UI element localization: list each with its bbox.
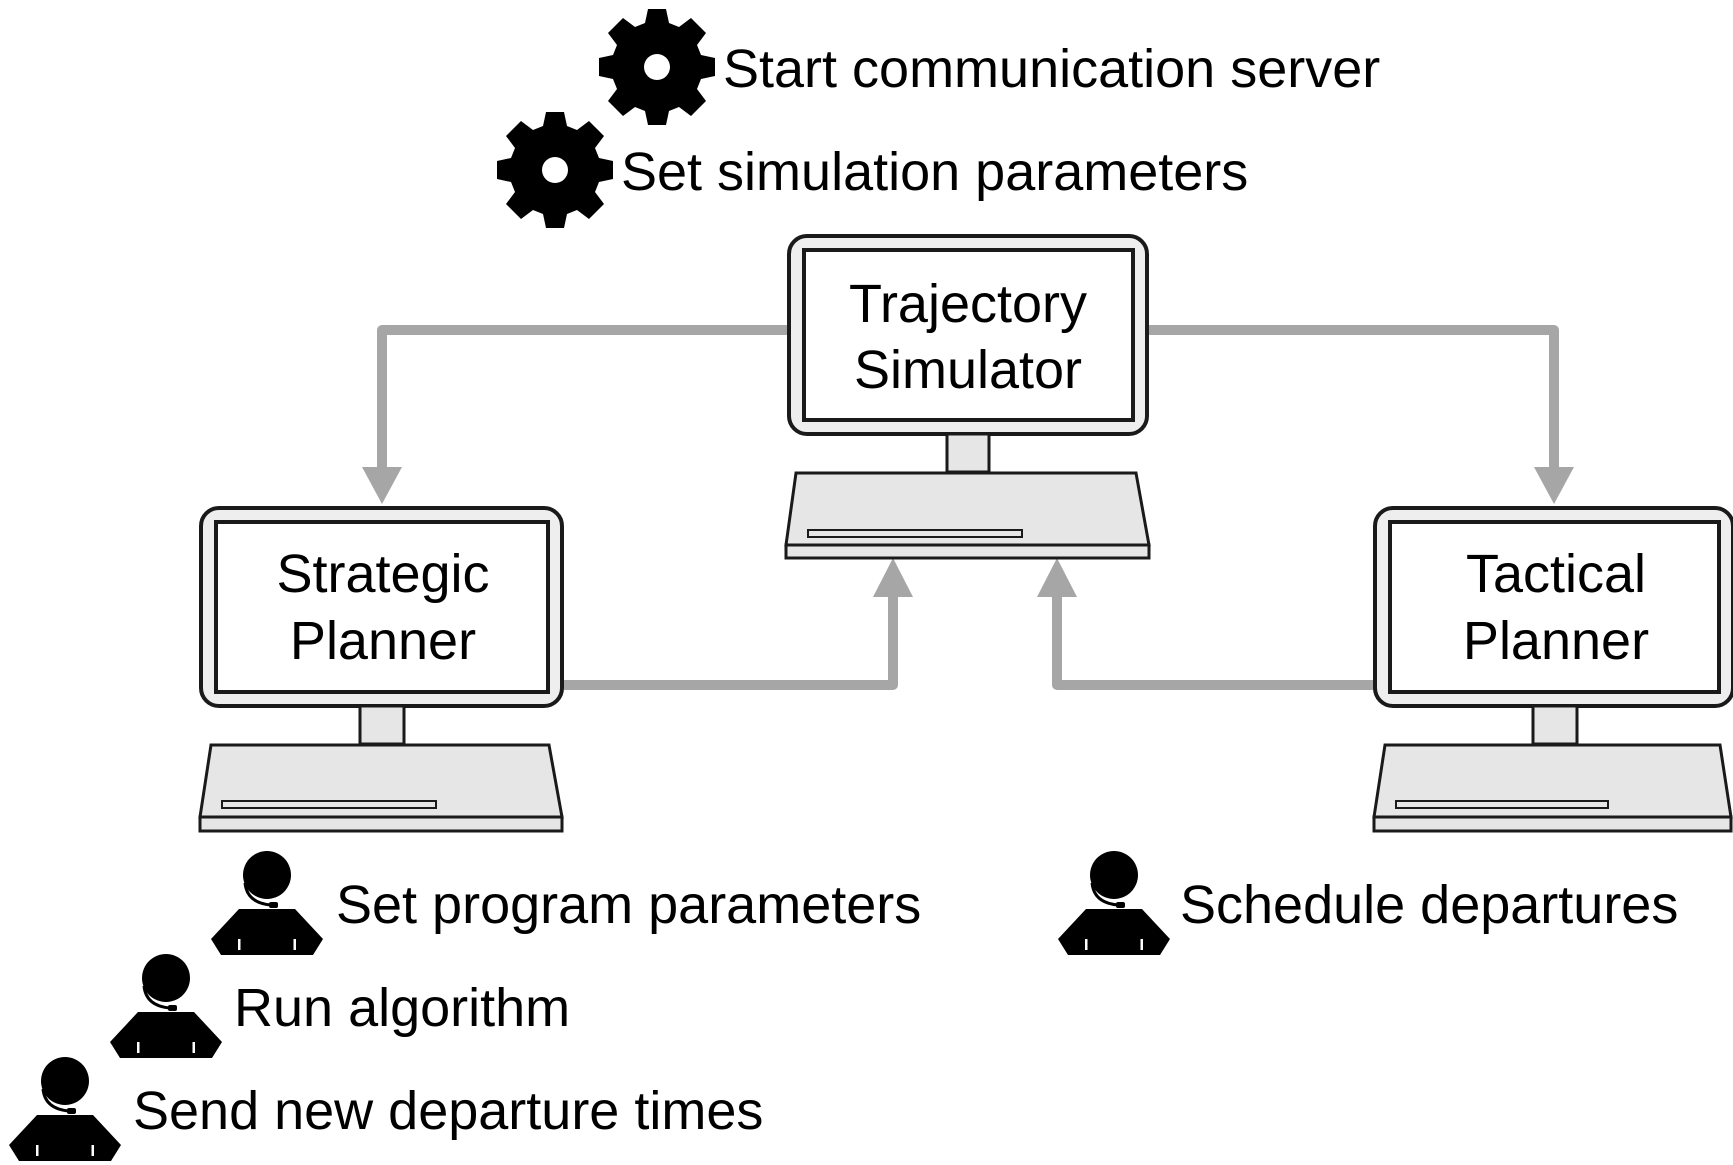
keyboard-slot xyxy=(221,800,437,809)
arrows xyxy=(362,325,1574,690)
strategic-tasks: Set program parameters Run algorithm Sen… xyxy=(7,849,921,1163)
user-headset-icon xyxy=(108,952,224,1060)
arrowhead-simulator-left xyxy=(873,558,913,597)
system-task-label: Start communication server xyxy=(723,39,1380,99)
monitor-stand xyxy=(1531,704,1579,746)
user-headset-icon xyxy=(7,1055,123,1163)
system-tasks: Start communication server Set simulatio… xyxy=(497,9,1380,228)
trajectory-simulator-label-line1: Trajectory xyxy=(849,274,1087,334)
monitor-stand xyxy=(358,704,406,746)
trajectory-simulator-label-line2: Simulator xyxy=(854,340,1082,400)
gear-icon xyxy=(599,9,715,125)
strategic-planner-computer: Strategic Planner xyxy=(198,506,564,833)
user-headset-icon xyxy=(209,849,325,957)
arrowhead-strategic xyxy=(362,467,402,504)
arrowhead-simulator-right xyxy=(1037,558,1077,597)
strategic-planner-label-line1: Strategic xyxy=(276,544,489,604)
gear-icon xyxy=(497,112,613,228)
strategic-task-label: Send new departure times xyxy=(133,1081,763,1141)
monitor-screen xyxy=(802,248,1135,422)
monitor-screen xyxy=(1388,520,1721,694)
arrowhead-tactical xyxy=(1534,467,1574,504)
monitor-stand xyxy=(945,432,991,474)
tactical-planner-label-line1: Tactical xyxy=(1466,544,1646,604)
keyboard-slot xyxy=(807,529,1023,538)
tactical-task-label: Schedule departures xyxy=(1180,875,1678,935)
arrow-strategic-to-simulator xyxy=(564,592,898,690)
strategic-task-label: Run algorithm xyxy=(234,978,570,1038)
arrow-tactical-to-simulator xyxy=(1052,592,1375,690)
tactical-tasks: Schedule departures xyxy=(1056,849,1678,957)
keyboard-base xyxy=(198,815,564,833)
strategic-task-label: Set program parameters xyxy=(336,875,921,935)
tactical-planner-computer: Tactical Planner xyxy=(1372,506,1733,833)
arrow-simulator-to-strategic xyxy=(377,325,789,472)
keyboard-slot xyxy=(1395,800,1609,809)
strategic-planner-label-line2: Planner xyxy=(290,611,476,671)
keyboard-base xyxy=(784,543,1151,560)
tactical-planner-label-line2: Planner xyxy=(1463,611,1649,671)
system-task-label: Set simulation parameters xyxy=(621,142,1248,202)
arrow-simulator-to-tactical xyxy=(1148,325,1559,472)
keyboard-base xyxy=(1372,815,1733,833)
monitor-screen xyxy=(214,520,550,694)
user-headset-icon xyxy=(1056,849,1172,957)
trajectory-simulator-computer: Trajectory Simulator xyxy=(784,234,1151,560)
